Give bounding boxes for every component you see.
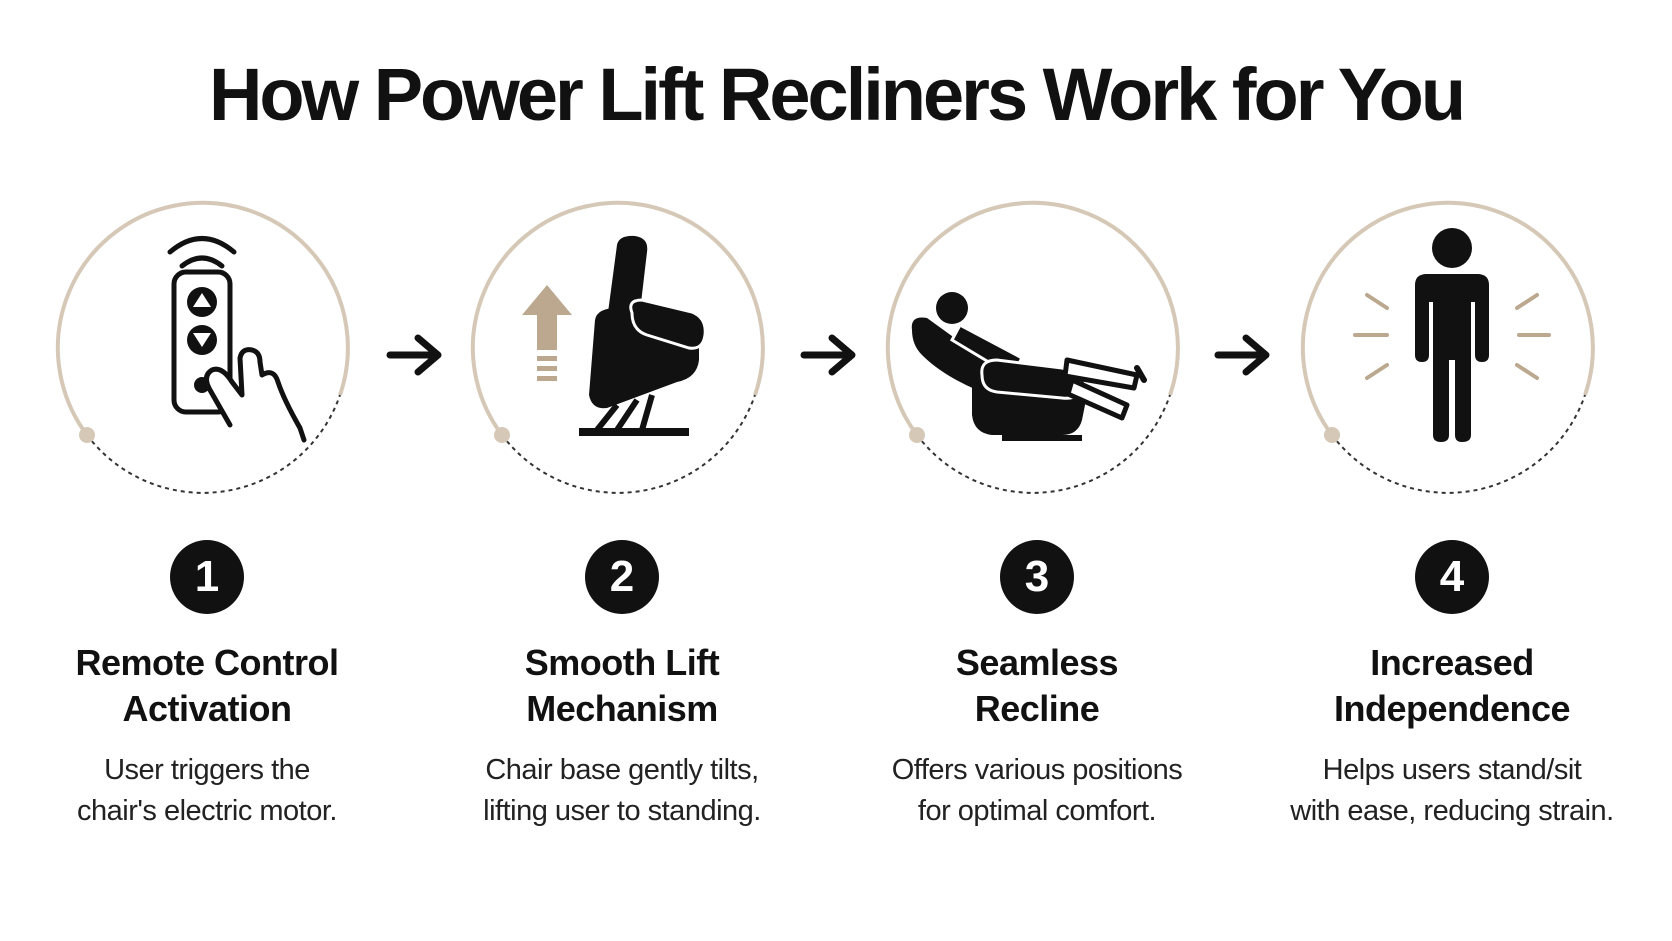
step-ring xyxy=(1297,190,1607,500)
reclining-person-icon xyxy=(911,292,1147,441)
step-description: Chair base gently tilts, lifting user to… xyxy=(483,754,761,827)
arrow-right-icon xyxy=(1214,334,1270,376)
step-title: Increased Independence xyxy=(1333,642,1571,729)
step-description: User triggers the chair's electric motor… xyxy=(77,754,337,827)
page-title: How Power Lift Recliners Work for You xyxy=(208,53,1466,136)
standing-person-icon xyxy=(1353,228,1551,442)
remote-control-icon xyxy=(167,236,307,443)
step-title: Seamless Recline xyxy=(955,642,1119,729)
step-number-badge: 2 xyxy=(585,540,659,614)
step-description: Offers various positions for optimal com… xyxy=(891,754,1183,827)
step-ring xyxy=(52,190,362,500)
step-ring xyxy=(882,190,1192,500)
step-title: Remote Control Activation xyxy=(75,642,340,729)
step-number-badge: 4 xyxy=(1415,540,1489,614)
step-ring xyxy=(467,190,777,500)
lift-chair-icon xyxy=(522,235,707,436)
step-description: Helps users stand/sit with ease, reducin… xyxy=(1290,754,1614,827)
arrow-right-icon xyxy=(800,334,856,376)
step-title: Smooth Lift Mechanism xyxy=(524,642,720,729)
step-number-badge: 1 xyxy=(170,540,244,614)
arrow-right-icon xyxy=(386,334,442,376)
step-number-badge: 3 xyxy=(1000,540,1074,614)
